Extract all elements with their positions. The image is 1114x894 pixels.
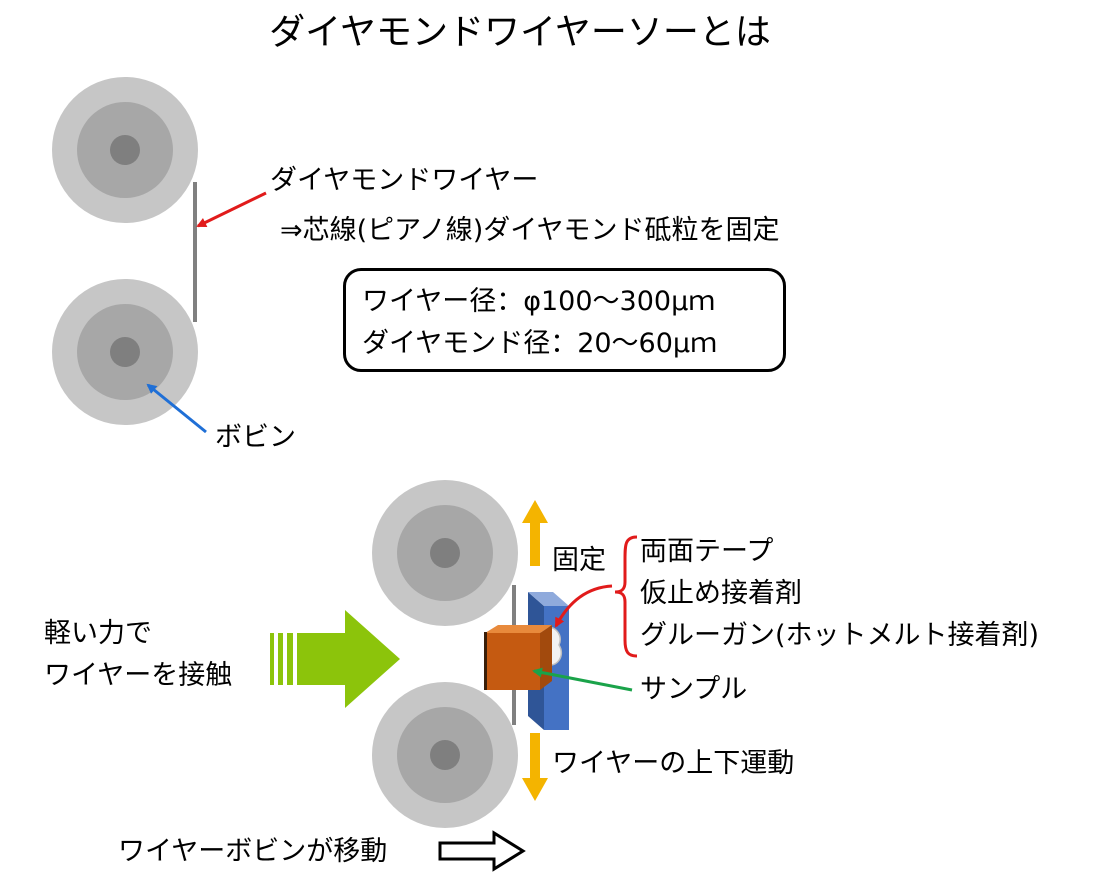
contact-force-arrow <box>270 610 400 708</box>
sample-label: サンプル <box>640 674 748 705</box>
wire-label: ダイヤモンドワイヤー <box>270 165 539 196</box>
wire-motion-label: ワイヤーの上下運動 <box>552 748 795 779</box>
contact-label-line2: ワイヤーを接触 <box>44 660 233 691</box>
sample-pointer-arrow <box>532 667 633 692</box>
bobbin-pointer-arrow <box>146 383 207 434</box>
fix-method-glue-gun: グルーガン(ホットメルト接着剤) <box>640 620 1040 651</box>
bobbin-label: ボビン <box>215 422 296 453</box>
sample-cube <box>484 625 552 690</box>
contact-label-line1: 軽い力で <box>44 618 152 649</box>
wire-diameter-spec: ワイヤー径：φ100～300μｍ <box>362 286 716 317</box>
fix-methods-bracket <box>614 535 638 658</box>
diamond-diameter-spec: ダイヤモンド径：20～60μｍ <box>362 328 718 359</box>
down-arrow <box>522 733 548 801</box>
bobbin-move-label: ワイヤーボビンが移動 <box>118 836 388 867</box>
fix-pointer-arrow <box>554 584 613 628</box>
spec-box <box>343 268 786 372</box>
bottom-bobbin-lower <box>372 682 518 828</box>
move-arrow <box>438 830 526 872</box>
up-arrow <box>522 500 548 566</box>
fix-method-tape: 両面テープ <box>640 536 774 567</box>
diagram-title: ダイヤモンドワイヤーソーとは <box>269 12 771 53</box>
bottom-bobbin-upper <box>372 480 518 626</box>
wire-pointer-arrow <box>196 191 267 228</box>
fix-label: 固定 <box>552 545 606 576</box>
top-bobbin-lower <box>52 279 198 425</box>
wire-description: ⇒芯線(ピアノ線)ダイヤモンド砥粒を固定 <box>280 215 780 246</box>
top-bobbin-upper <box>52 77 198 223</box>
fix-method-temp-adhesive: 仮止め接着剤 <box>640 578 802 609</box>
